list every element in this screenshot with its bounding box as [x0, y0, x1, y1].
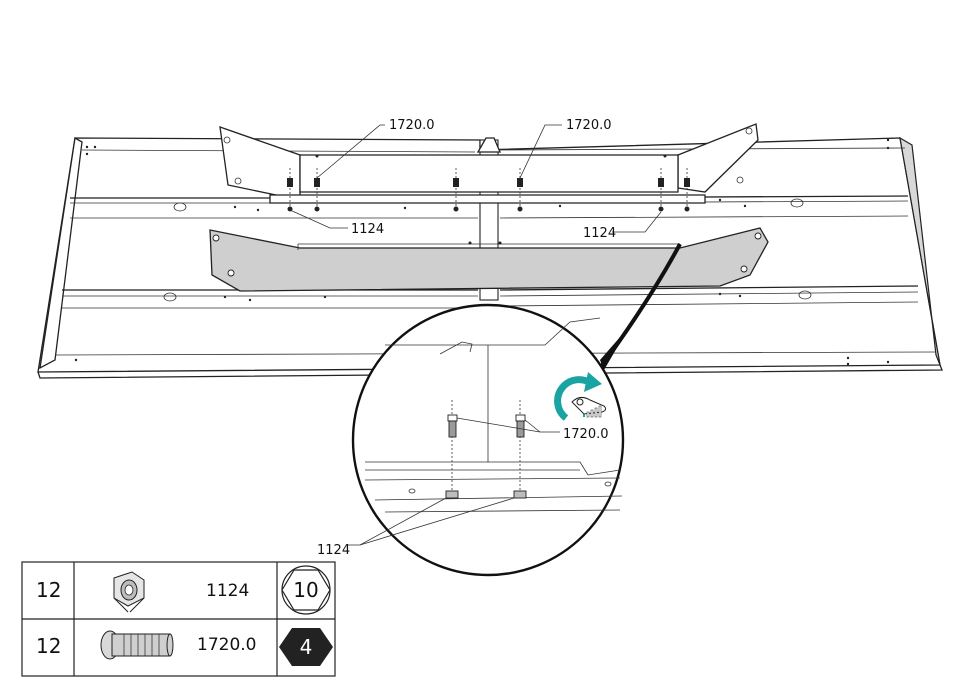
part-qty: 12 [36, 634, 61, 658]
part-qty: 12 [36, 578, 61, 602]
bolt-marker [658, 168, 664, 208]
hand-tighten-icon [554, 372, 607, 421]
tool-size: 10 [293, 578, 318, 602]
callout-nut-right: 1124 [583, 226, 616, 241]
bolt-marker [517, 168, 523, 208]
callout-detail-bolt: 1720.0 [563, 427, 609, 442]
button-head-bolt-icon [100, 630, 174, 660]
table-row: 12 1720.0 4 [36, 628, 333, 666]
parts-table: 12 1124 10 12 [21, 561, 336, 677]
bolt-marker [314, 168, 320, 208]
callout-detail-nut: 1124 [317, 543, 350, 558]
callout-nut-left: 1124 [351, 222, 384, 237]
tool-size: 4 [300, 635, 313, 659]
part-code: 1720.0 [197, 635, 256, 655]
bolt-marker [684, 168, 690, 208]
hex-socket-outline-icon [281, 565, 331, 615]
callout-bolt-left: 1720.0 [389, 118, 435, 133]
upper-bracket [219, 123, 759, 204]
hex-key-filled-icon [279, 628, 333, 666]
table-row: 12 1124 10 [36, 565, 331, 615]
callout-bolt-right: 1720.0 [566, 118, 612, 133]
bolt-marker [453, 168, 459, 208]
bolt-marker [287, 168, 293, 208]
detail-view: 1720.0 1124 [317, 243, 682, 577]
callouts: 1720.0 1720.0 1124 1124 [289, 118, 662, 241]
bolt-markers [287, 168, 690, 208]
detail-nut [513, 490, 527, 499]
flange-nut-icon [113, 571, 145, 613]
part-code: 1124 [206, 581, 249, 601]
lower-plate [209, 227, 769, 292]
detail-nut [445, 490, 459, 499]
nut-markers [287, 206, 690, 245]
